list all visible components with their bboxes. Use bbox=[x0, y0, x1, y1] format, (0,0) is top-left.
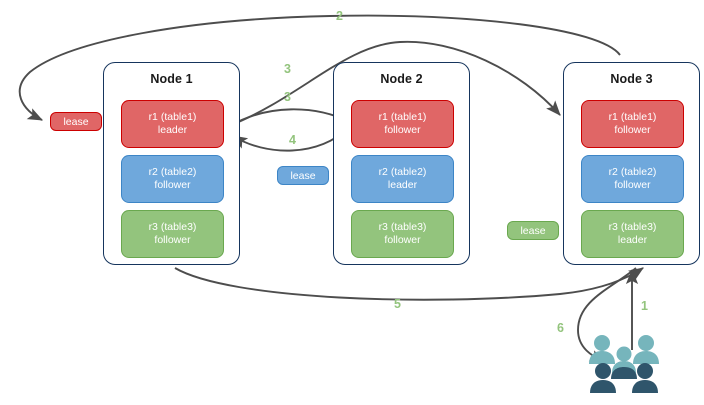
node-1-title: Node 1 bbox=[150, 72, 193, 86]
node-3-container[interactable]: Node 3 r1 (table1) follower r2 (table2) … bbox=[563, 62, 700, 265]
replica-name: r1 (table1) bbox=[378, 111, 427, 123]
replica-n3-r2[interactable]: r2 (table2) follower bbox=[581, 155, 684, 203]
replica-name: r2 (table2) bbox=[378, 166, 427, 178]
step-label-2: 2 bbox=[336, 9, 343, 23]
node-2-title: Node 2 bbox=[380, 72, 423, 86]
arrow-step-3-to-node3 bbox=[228, 40, 561, 127]
node-3-title: Node 3 bbox=[610, 72, 653, 86]
replica-n2-r3[interactable]: r3 (table3) follower bbox=[351, 210, 454, 258]
arrow-step-5 bbox=[174, 267, 644, 301]
replica-role: follower bbox=[614, 124, 651, 136]
replica-name: r2 (table2) bbox=[148, 166, 197, 178]
step-label-3b: 3 bbox=[284, 90, 291, 104]
replica-role: follower bbox=[154, 179, 191, 191]
replica-n3-r1[interactable]: r1 (table1) follower bbox=[581, 100, 684, 148]
lease-table1[interactable]: lease bbox=[50, 112, 102, 131]
replica-name: r1 (table1) bbox=[608, 111, 657, 123]
replica-role: leader bbox=[387, 179, 418, 191]
node-2-container[interactable]: Node 2 r1 (table1) follower r2 (table2) … bbox=[333, 62, 470, 265]
arrow-step-2 bbox=[18, 14, 621, 121]
replica-name: r1 (table1) bbox=[148, 111, 197, 123]
replica-name: r3 (table3) bbox=[378, 221, 427, 233]
arrow-step-3-to-node2 bbox=[229, 108, 352, 127]
replica-n1-r2[interactable]: r2 (table2) follower bbox=[121, 155, 224, 203]
replica-name: r2 (table2) bbox=[608, 166, 657, 178]
step-label-5: 5 bbox=[394, 297, 401, 311]
replica-role: follower bbox=[384, 124, 421, 136]
node-1-container[interactable]: Node 1 r1 (table1) leader r2 (table2) fo… bbox=[103, 62, 240, 265]
step-label-3a: 3 bbox=[284, 62, 291, 76]
replica-role: leader bbox=[157, 124, 188, 136]
replica-n2-r2[interactable]: r2 (table2) leader bbox=[351, 155, 454, 203]
step-label-6: 6 bbox=[557, 321, 564, 335]
replica-name: r3 (table3) bbox=[608, 221, 657, 233]
replica-role: follower bbox=[154, 234, 191, 246]
replica-n1-r1[interactable]: r1 (table1) leader bbox=[121, 100, 224, 148]
step-label-1: 1 bbox=[641, 299, 648, 313]
step-label-4: 4 bbox=[289, 133, 296, 147]
replica-n2-r1[interactable]: r1 (table1) follower bbox=[351, 100, 454, 148]
replica-n3-r3[interactable]: r3 (table3) leader bbox=[581, 210, 684, 258]
replica-role: follower bbox=[614, 179, 651, 191]
lease-table3[interactable]: lease bbox=[507, 221, 559, 240]
lease-table2[interactable]: lease bbox=[277, 166, 329, 185]
users-icon[interactable] bbox=[588, 334, 660, 396]
replica-n1-r3[interactable]: r3 (table3) follower bbox=[121, 210, 224, 258]
replica-role: leader bbox=[617, 234, 648, 246]
replica-role: follower bbox=[384, 234, 421, 246]
replica-name: r3 (table3) bbox=[148, 221, 197, 233]
